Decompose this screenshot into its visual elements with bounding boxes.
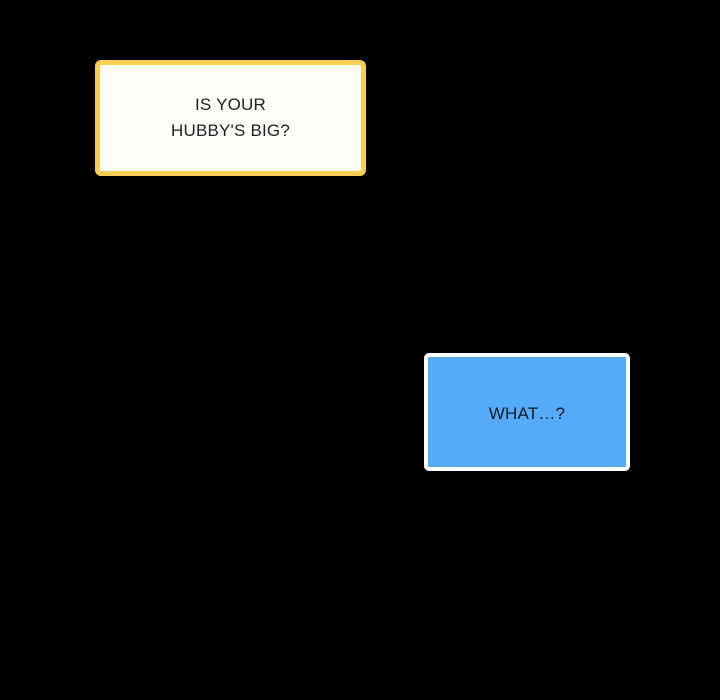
panel-card-question[interactable]: IS YOUR HUBBY'S BIG? bbox=[95, 60, 366, 176]
panel-card-question-text: IS YOUR HUBBY'S BIG? bbox=[170, 95, 291, 140]
panel-card-reply[interactable]: WHAT…? bbox=[424, 353, 630, 471]
panel-card-reply-text: WHAT…? bbox=[488, 404, 566, 423]
